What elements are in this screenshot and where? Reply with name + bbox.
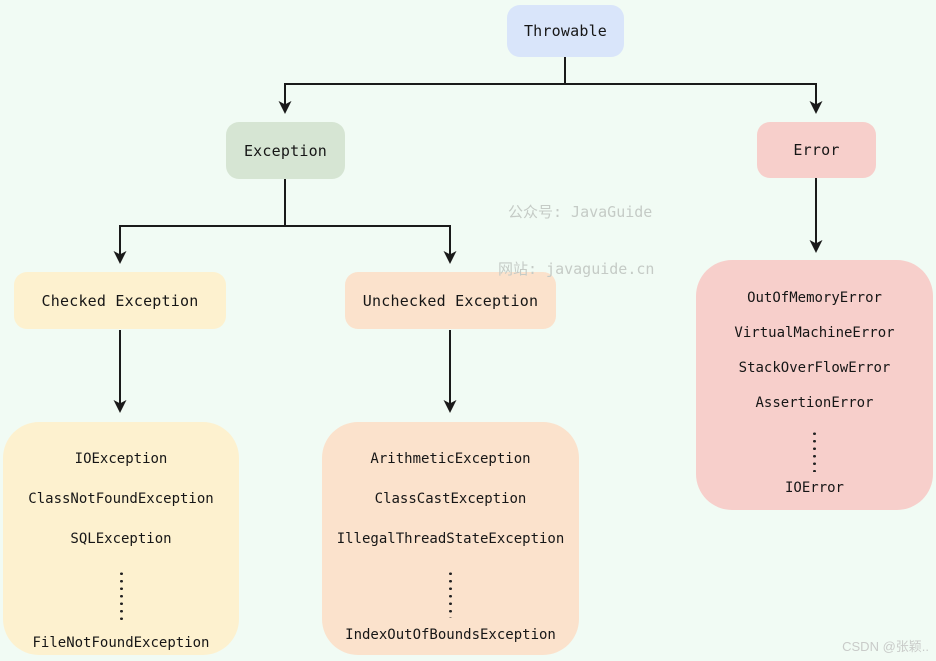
node-unchecked-exception: Unchecked Exception [345, 272, 556, 329]
list-item: SQLException [70, 531, 172, 547]
node-error-label: Error [793, 141, 840, 159]
node-exception-label: Exception [243, 141, 328, 160]
list-item: FileNotFoundException [32, 635, 210, 651]
panel-errors: OutOfMemoryError VirtualMachineError Sta… [696, 260, 933, 510]
node-checked-exception: Checked Exception [14, 272, 226, 329]
node-unchecked-exception-label: Unchecked Exception [362, 291, 539, 310]
list-item: ArithmeticException [370, 451, 531, 467]
csdn-credit: CSDN @张颖.. [842, 639, 929, 654]
node-throwable-label: Throwable [523, 22, 608, 40]
watermark-line1: 公众号: JavaGuide [508, 203, 653, 221]
node-exception: Exception [226, 122, 345, 179]
vertical-ellipsis-icon [449, 570, 452, 618]
panel-checked-exceptions: IOException ClassNotFoundException SQLEx… [3, 422, 239, 655]
list-item: IllegalThreadStateException [336, 531, 565, 547]
list-item: ClassCastException [374, 491, 527, 507]
watermark-line2: 网站: javaguide.cn [498, 260, 655, 278]
list-item: AssertionError [755, 395, 874, 411]
list-item: OutOfMemoryError [747, 290, 882, 306]
node-throwable: Throwable [507, 5, 624, 57]
panel-unchecked-exceptions: ArithmeticException ClassCastException I… [322, 422, 579, 655]
vertical-ellipsis-icon [119, 570, 123, 624]
list-item: IOError [784, 480, 844, 496]
list-item: VirtualMachineError [734, 325, 895, 341]
node-checked-exception-label: Checked Exception [41, 291, 199, 310]
list-item: IndexOutOfBoundsException [345, 627, 556, 643]
vertical-ellipsis-icon [813, 430, 816, 472]
list-item: ClassNotFoundException [28, 491, 214, 507]
list-item: StackOverFlowError [738, 360, 891, 376]
list-item: IOException [74, 451, 168, 467]
node-error: Error [757, 122, 876, 178]
watermark: 公众号: JavaGuide 网站: javaguide.cn [498, 165, 654, 317]
